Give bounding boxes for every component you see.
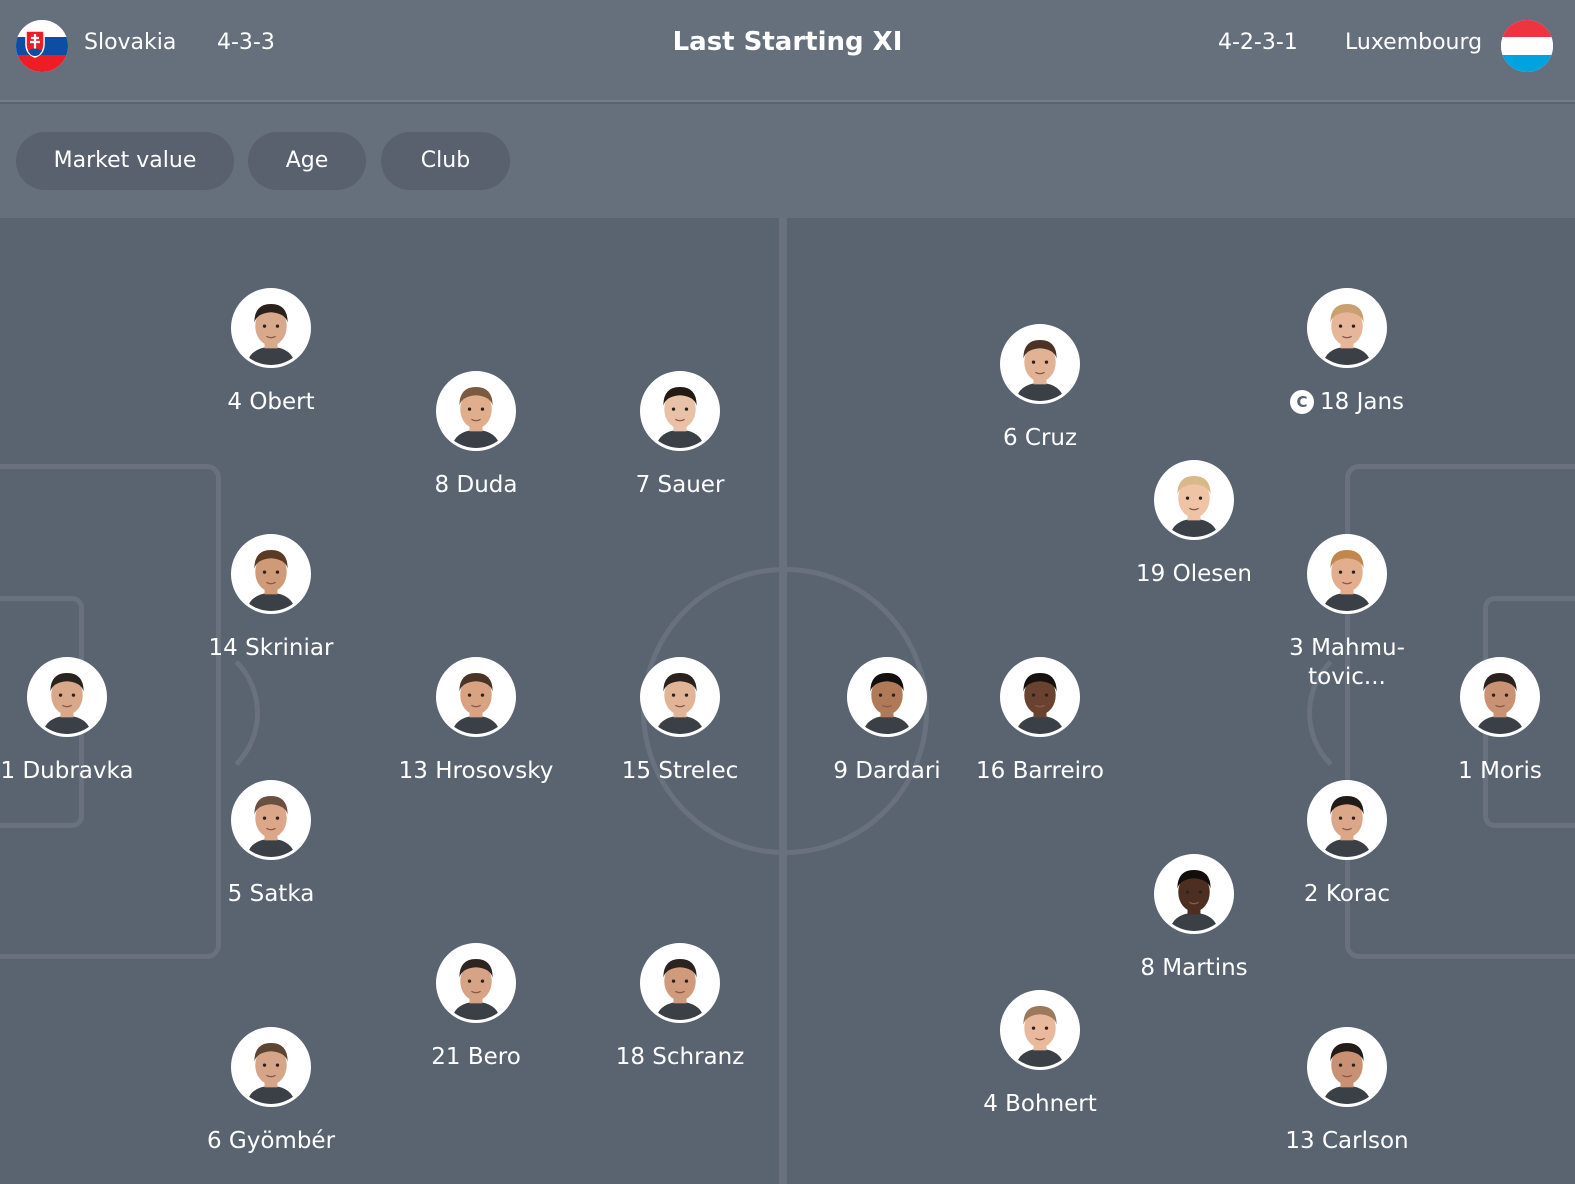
filter-bar: Market value Age Club [0, 104, 1575, 218]
away-team-name: Luxembourg [1345, 30, 1483, 55]
player-avatar [231, 288, 311, 368]
player-name: 14 Skriniar [208, 635, 334, 661]
player-name: 15 Strelec [621, 758, 739, 784]
player-card[interactable]: 8 Martins [1104, 854, 1284, 983]
captain-icon: C [1289, 390, 1314, 414]
player-avatar [1154, 854, 1234, 934]
player-avatar [436, 657, 516, 737]
home-formation: 4-3-3 [217, 30, 275, 55]
player-card[interactable]: 9 Dardari [797, 657, 977, 786]
player-card[interactable]: 6 Cruz [950, 324, 1130, 453]
player-card[interactable]: 21 Bero [386, 943, 566, 1072]
player-avatar [1307, 534, 1387, 614]
player-avatar [847, 657, 927, 737]
away-formation: 4-2-3-1 [1218, 30, 1298, 55]
player-card[interactable]: 16 Barreiro [950, 657, 1130, 786]
player-card[interactable]: 2 Korac [1257, 780, 1437, 909]
player-name: 18 Schranz [615, 1044, 745, 1070]
player-name: 8 Duda [434, 472, 518, 498]
club-filter-button[interactable]: Club [381, 132, 510, 190]
player-avatar [231, 1027, 311, 1107]
player-card[interactable]: 4 Obert [181, 288, 361, 417]
player-card[interactable]: 14 Skriniar [181, 534, 361, 663]
player-card[interactable]: 13 Hrosovsky [386, 657, 566, 786]
player-card[interactable]: 13 Carlson [1257, 1027, 1437, 1156]
player-avatar [231, 534, 311, 614]
player-card[interactable]: 5 Satka [181, 780, 361, 909]
player-avatar [231, 780, 311, 860]
player-name: 21 Bero [431, 1044, 521, 1070]
player-name: 5 Satka [227, 881, 315, 907]
player-avatar [1000, 657, 1080, 737]
player-name: 6 Cruz [1002, 425, 1078, 451]
luxembourg-flag-icon [1501, 20, 1553, 72]
player-avatar [27, 657, 107, 737]
player-name: 19 Olesen [1136, 561, 1252, 587]
player-name: 4 Obert [227, 389, 315, 415]
player-name: 7 Sauer [635, 472, 725, 498]
age-filter-button[interactable]: Age [248, 132, 366, 190]
player-name: 4 Bohnert [983, 1091, 1097, 1117]
player-name: 9 Dardari [833, 758, 941, 784]
player-name: 1 Moris [1458, 758, 1542, 784]
player-card[interactable]: 6 Gyömbér [181, 1027, 361, 1156]
player-card[interactable]: 18 Schranz [590, 943, 770, 1072]
player-avatar [640, 943, 720, 1023]
player-name: 13 Carlson [1285, 1128, 1409, 1154]
home-penalty-arc [170, 638, 260, 788]
player-name: 13 Hrosovsky [398, 758, 554, 784]
player-name: 1 Dubravka [0, 758, 134, 784]
player-card[interactable]: 4 Bohnert [950, 990, 1130, 1119]
page-title: Last Starting XI [672, 27, 903, 57]
football-pitch: 4 Obert 8 Duda 7 Sauer 14 Skriniar 1 Dub… [0, 218, 1575, 1184]
player-avatar [1154, 460, 1234, 540]
player-card[interactable]: 1 Dubravka [0, 657, 157, 786]
slovakia-flag-icon [16, 20, 68, 72]
player-card[interactable]: 15 Strelec [590, 657, 770, 786]
player-avatar [640, 657, 720, 737]
player-card[interactable]: 7 Sauer [590, 371, 770, 500]
player-name: 3 Mahmu-tovic... [1289, 635, 1405, 690]
away-penalty-arc [1307, 638, 1397, 788]
player-avatar [1307, 288, 1387, 368]
player-avatar [436, 371, 516, 451]
player-name: 16 Barreiro [975, 758, 1105, 784]
player-name: 2 Korac [1303, 881, 1391, 907]
player-avatar [436, 943, 516, 1023]
player-avatar [640, 371, 720, 451]
player-avatar [1307, 1027, 1387, 1107]
player-avatar [1000, 990, 1080, 1070]
player-card[interactable]: 1 Moris [1410, 657, 1575, 786]
player-card[interactable]: 8 Duda [386, 371, 566, 500]
player-name: 8 Martins [1140, 955, 1248, 981]
player-card[interactable]: 3 Mahmu-tovic... [1257, 534, 1437, 692]
player-avatar [1460, 657, 1540, 737]
market-value-filter-button[interactable]: Market value [16, 132, 234, 190]
player-avatar [1307, 780, 1387, 860]
player-avatar [1000, 324, 1080, 404]
player-name: 6 Gyömbér [206, 1128, 336, 1154]
home-team-name: Slovakia [84, 30, 177, 55]
player-card[interactable]: 19 Olesen [1104, 460, 1284, 589]
lineup-header: Slovakia 4-3-3 Last Starting XI 4-2-3-1 … [0, 0, 1575, 102]
